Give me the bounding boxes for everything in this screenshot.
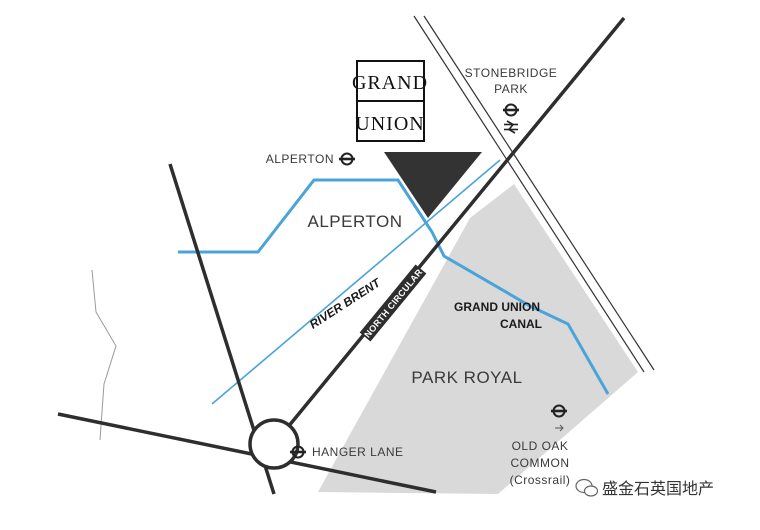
area-park-royal-label: PARK ROYAL <box>411 368 522 387</box>
hanger-lane-roundabout <box>248 418 300 470</box>
logo-line2: UNION <box>355 113 424 135</box>
underground-icon-stonebridge <box>503 103 519 117</box>
watermark-text: 盛金石英国地产 <box>602 479 714 498</box>
arrow-right-icon <box>555 424 564 432</box>
canal-label-line2: CANAL <box>500 317 542 331</box>
watermark: 盛金石英国地产 <box>575 478 714 498</box>
boundary-line <box>91 269 117 441</box>
railway-line-a <box>413 15 645 373</box>
station-stonebridge-park-line1: STONEBRIDGE <box>465 66 558 80</box>
railway-line-b <box>423 15 655 371</box>
grand-union-logo: GRAND UNION <box>352 60 428 142</box>
area-alperton-label: ALPERTON <box>307 212 402 231</box>
station-alperton-label: ALPERTON <box>266 152 334 166</box>
grand-union-canal <box>178 178 610 395</box>
river-brent <box>211 159 501 405</box>
rail-icon-stonebridge <box>504 120 518 134</box>
station-hanger-lane-label: HANGER LANE <box>312 445 404 459</box>
north-circular-road <box>272 16 626 446</box>
station-stonebridge-park-line2: PARK <box>494 82 528 96</box>
underground-icon-alperton <box>339 152 355 166</box>
logo-line1: GRAND <box>352 72 428 94</box>
grand-union-site <box>384 152 482 218</box>
station-old-oak-line1: OLD OAK <box>512 439 569 453</box>
station-old-oak-line2: COMMON <box>511 456 570 470</box>
underground-icon-old-oak <box>551 404 567 418</box>
canal-label-line1: GRAND UNION <box>454 300 540 314</box>
underground-icon-hanger-lane <box>290 445 306 459</box>
station-old-oak-line3: (Crossrail) <box>510 473 571 487</box>
road-south <box>57 412 437 494</box>
wechat-icon <box>575 478 599 497</box>
